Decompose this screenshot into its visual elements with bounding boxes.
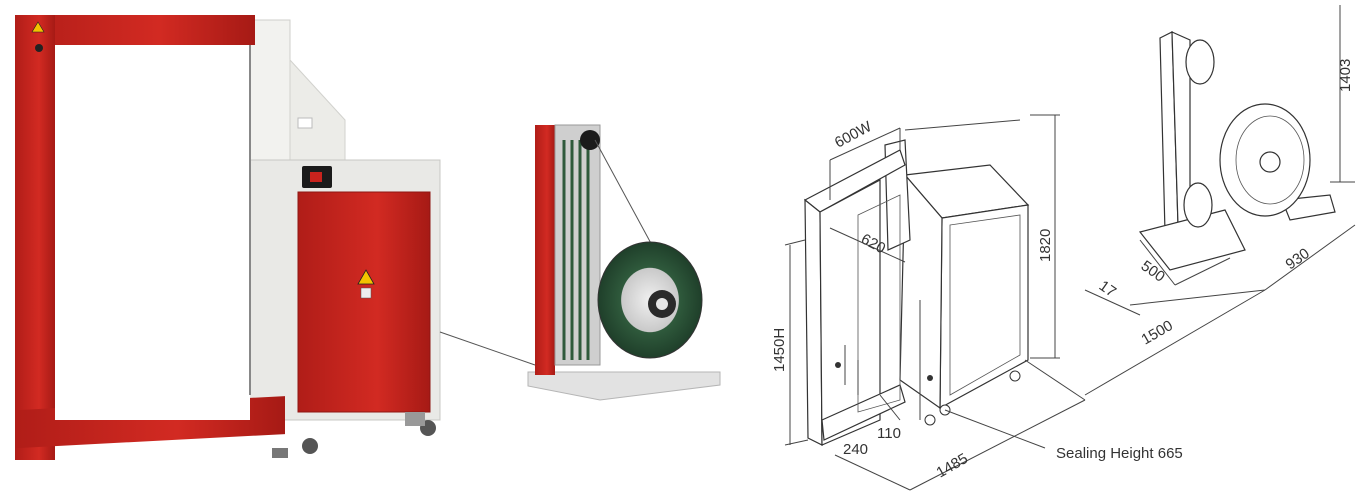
drawing-dispenser-reel-inner [1235,115,1305,205]
drawing-arch-bottom [821,384,906,441]
drawing-dispenser-roller-top [1185,39,1215,85]
door-label [360,287,372,299]
drawing-foot-1 [835,362,841,368]
drawing-arch-side-panel [857,194,901,413]
power-switch-icon [310,172,322,182]
drawing-arch-left [804,198,823,446]
sealing-height-label: Sealing Height 665 [1056,445,1183,462]
dim-110-label: 110 [877,425,901,442]
dispenser-column [535,125,555,375]
dim-height-total-label: 1820 [1037,229,1054,262]
dim-17-label: 17 [1096,277,1119,300]
frame-button-icon [35,44,43,52]
machine-gusset [289,58,346,161]
dimension-lines [784,114,1086,491]
drawing-caster-2 [1009,370,1021,382]
strapping-machine-photo [15,15,536,460]
machine-casters [272,412,436,458]
strap-dispenser-photo [527,124,721,401]
machine-arch-frame [15,15,285,460]
machine-gusset-slot [297,117,313,129]
dim-930-label: 930 [1283,245,1313,273]
dim-dispenser-height-label: 1403 [1337,59,1354,92]
dispenser-rollers [562,140,590,360]
drawing-cabinet-door [949,214,1021,396]
drawing-dispenser-hub [1259,151,1281,173]
drawing-arch-inner [819,179,881,446]
dispenser-base [527,371,721,401]
dim-1500-label: 1500 [1139,317,1176,348]
dim-arch-height-label: 1450H [771,328,788,372]
warning-icon [357,269,375,285]
dispenser-strap [594,139,661,261]
dim-1485-label: 1485 [934,450,971,481]
drawing-dispenser-roller-bottom [1183,182,1213,228]
drawing-foot-2 [927,375,933,381]
frame-warning-icon [31,21,45,33]
machine-drawing [784,114,1086,491]
drawing-caster-3 [924,414,936,426]
dispenser-hub-cap [656,298,668,310]
dispenser-drawing [1084,5,1356,396]
machine-door [297,191,431,413]
strap-line [439,331,536,366]
dispenser-guide [554,124,601,366]
dispenser-dimension-lines [1084,5,1356,396]
dispenser-top-wheel [580,130,600,150]
dim-240-label: 240 [843,441,868,458]
dim-width-label: 600W [832,118,875,152]
